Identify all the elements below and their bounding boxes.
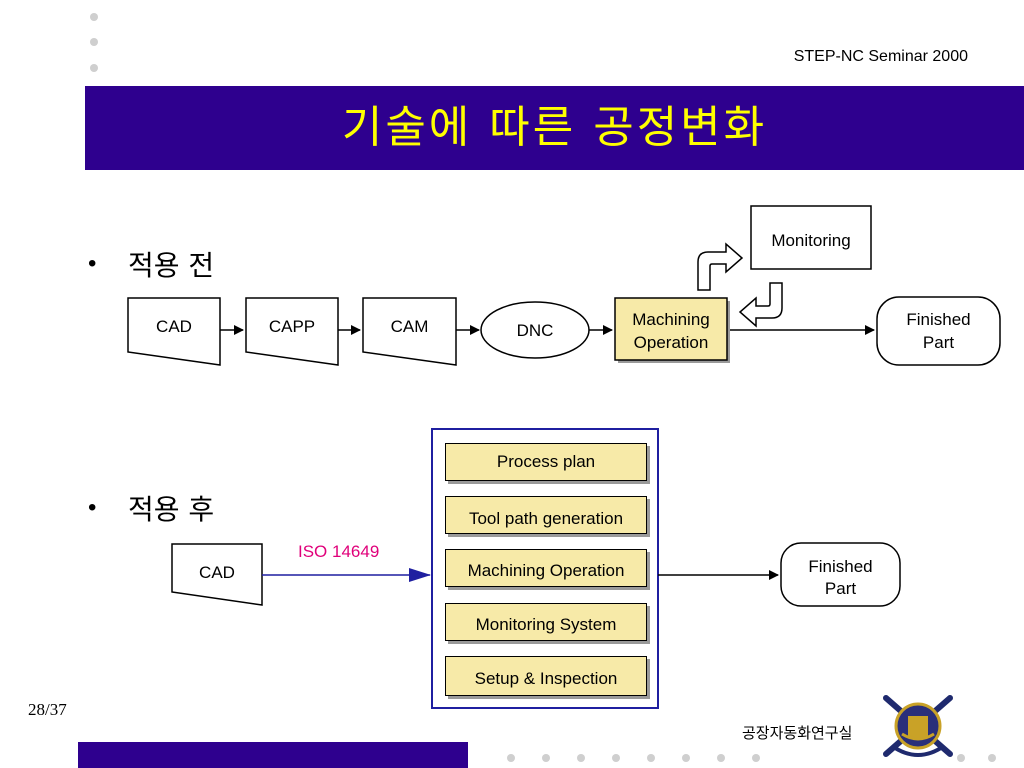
bullet-after: 적용 후	[128, 493, 215, 526]
after-cad-shape	[171, 543, 263, 606]
decor-dot	[90, 13, 98, 21]
decor-dot	[507, 754, 515, 762]
dnc-label: DNC	[516, 321, 554, 340]
after-cad-label: CAD	[199, 563, 235, 582]
cam-shape	[362, 297, 457, 366]
capp-label: CAPP	[268, 317, 316, 336]
cad-shape	[127, 297, 221, 366]
decor-dot	[647, 754, 655, 762]
cad-label: CAD	[156, 317, 192, 336]
finished-label-1: Finished	[906, 310, 971, 329]
decor-dot	[542, 754, 550, 762]
tool-path-box: Tool path generation	[445, 496, 647, 534]
page-number: 28/37	[28, 700, 67, 719]
machining-label-2: Operation	[633, 333, 709, 352]
title-band	[85, 86, 1024, 170]
machining-operation-box: Machining Operation	[445, 549, 647, 587]
finished-shape	[876, 296, 1001, 366]
iso-label: ISO 14649	[298, 542, 380, 561]
decor-dot	[577, 754, 585, 762]
capp-shape	[245, 297, 339, 366]
decor-dot	[90, 64, 98, 72]
decor-dot	[988, 754, 996, 762]
bent-arrow-up-icon	[697, 242, 744, 291]
decor-dot	[752, 754, 760, 762]
after-finished-label-1: Finished	[808, 557, 873, 576]
footer-bar	[78, 742, 468, 768]
bullet-before: 적용 전	[128, 249, 215, 282]
machining-shape	[614, 297, 728, 361]
lab-name: 공장자동화연구실	[742, 724, 853, 742]
monitoring-shape	[750, 205, 872, 270]
after-finished-label-2: Part	[824, 579, 857, 598]
decor-dot	[682, 754, 690, 762]
bent-arrow-down-icon	[738, 282, 783, 328]
bullet-dot: •	[88, 250, 97, 277]
decor-dot	[957, 754, 965, 762]
bullet-dot: •	[88, 494, 97, 521]
monitoring-system-box: Monitoring System	[445, 603, 647, 641]
process-plan-box: Process plan	[445, 443, 647, 481]
finished-label-2: Part	[922, 333, 955, 352]
decor-dot	[90, 38, 98, 46]
monitoring-label: Monitoring	[771, 231, 851, 250]
after-finished-shape	[780, 542, 901, 607]
lab-emblem-icon	[883, 695, 953, 757]
machining-label-1: Machining	[632, 310, 710, 329]
cam-label: CAM	[390, 317, 429, 336]
decor-dot	[612, 754, 620, 762]
slide-title: 기술에 따른 공정변화	[341, 102, 768, 153]
decor-dot	[717, 754, 725, 762]
seminar-header: STEP-NC Seminar 2000	[793, 48, 968, 65]
setup-inspection-box: Setup & Inspection	[445, 656, 647, 696]
